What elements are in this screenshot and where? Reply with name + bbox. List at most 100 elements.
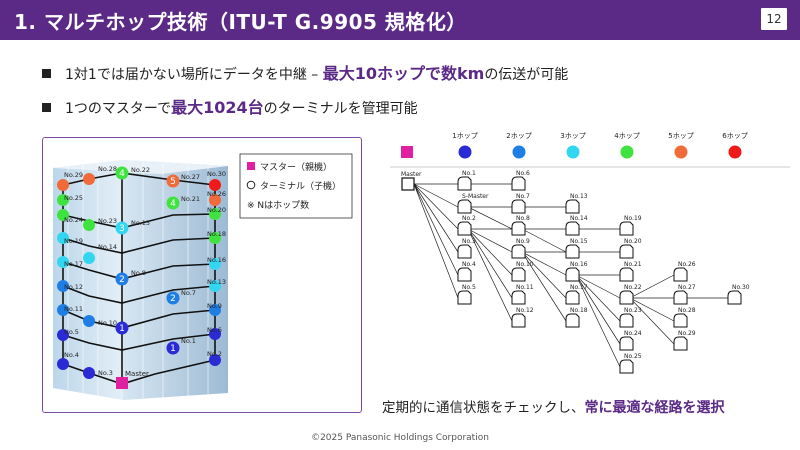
tree-nodes: Master No.1S-MasterNo.2No.3No.4No.5No.6N… [401, 170, 750, 374]
terminal-label: No.7 [516, 193, 530, 200]
svg-text:1: 1 [119, 324, 125, 334]
legend-terminal-icon [246, 180, 256, 190]
terminal-node [511, 176, 526, 191]
building-legend [239, 153, 353, 219]
svg-text:3: 3 [119, 224, 125, 234]
terminal-node [619, 359, 634, 374]
terminal-node [511, 267, 526, 282]
terminal-node [619, 244, 634, 259]
hop-legend-1-dot [458, 145, 472, 159]
terminal-node [511, 244, 526, 259]
svg-text:No.5: No.5 [64, 328, 79, 336]
svg-text:No.7: No.7 [181, 289, 196, 297]
svg-text:2: 2 [170, 294, 176, 304]
terminal-node [619, 336, 634, 351]
terminal-label: No.8 [516, 215, 530, 222]
bullet-2-highlight: 最大1024台 [171, 98, 264, 117]
terminal-node [565, 267, 580, 282]
terminal-label: S-Master [462, 193, 489, 200]
terminal-label: No.17 [570, 284, 588, 291]
svg-text:No.16: No.16 [207, 256, 226, 264]
bottom-note: 定期的に通信状態をチェックし、常に最適な経路を選択 [382, 396, 725, 417]
svg-text:No.9: No.9 [207, 302, 222, 310]
terminal-node [619, 221, 634, 236]
terminal-label: No.23 [624, 307, 642, 314]
svg-text:No.3: No.3 [98, 369, 113, 377]
terminal-label: No.15 [570, 238, 588, 245]
svg-text:No.17: No.17 [64, 260, 83, 268]
bullet-1: 1対1では届かない場所にデータを中継 – 最大10ホップで数kmの伝送が可能 [42, 60, 568, 84]
terminal-label: No.28 [678, 307, 696, 314]
svg-text:2: 2 [119, 275, 125, 285]
hop-legend: 1ホップ 2ホップ 3ホップ 4ホップ 5ホップ 6ホップ [390, 132, 790, 168]
bullet-1-text-end: の伝送が可能 [484, 67, 569, 83]
hop-legend-4-dot [620, 145, 634, 159]
hop-legend-5: 5ホップ [668, 132, 693, 140]
svg-text:No.27: No.27 [181, 173, 200, 181]
svg-text:No.10: No.10 [98, 319, 117, 327]
terminal-label: No.12 [516, 307, 534, 314]
terminal-node [457, 176, 472, 191]
svg-text:No.14: No.14 [98, 243, 117, 251]
bottom-note-text: 定期的に通信状態をチェックし、 [382, 400, 585, 416]
legend-terminal: ターミナル（子機） [260, 180, 341, 192]
terminal-label: No.18 [570, 307, 588, 314]
terminal-node [673, 290, 688, 305]
hop-legend-2: 2ホップ [506, 132, 531, 140]
svg-text:No.13: No.13 [207, 278, 226, 286]
svg-text:No.8: No.8 [131, 269, 146, 277]
terminal-node [673, 336, 688, 351]
hop-legend-6: 6ホップ [722, 132, 747, 140]
hop-legend-1: 1ホップ [452, 132, 477, 140]
bullet-1-text: 1対1では届かない場所にデータを中継 – [65, 67, 323, 83]
terminal-label: No.20 [624, 238, 642, 245]
svg-text:Master: Master [401, 171, 422, 178]
svg-text:No.2: No.2 [207, 350, 222, 358]
page-title: 1. マルチホップ技術（ITU-T G.9905 規格化） [14, 10, 467, 34]
terminal-node [727, 290, 742, 305]
svg-text:4: 4 [119, 169, 125, 179]
bullet-2: 1つのマスターで最大1024台のターミナルを管理可能 [42, 94, 418, 118]
hop-legend-5-dot [674, 145, 688, 159]
terminal-node [457, 199, 472, 214]
hop-legend-2-dot [512, 145, 526, 159]
building-roof [53, 160, 228, 174]
legend-master: マスター（親機） [260, 161, 332, 173]
tree-links [413, 183, 728, 368]
svg-text:No.23: No.23 [98, 217, 117, 225]
svg-text:No.25: No.25 [64, 194, 83, 202]
terminal-label: No.27 [678, 284, 696, 291]
svg-text:No.18: No.18 [207, 230, 226, 238]
terminal-node [565, 199, 580, 214]
bullet-marker [42, 103, 51, 112]
svg-text:No.1: No.1 [181, 337, 196, 345]
terminal-node [511, 290, 526, 305]
terminal-node [673, 267, 688, 282]
terminal-node [511, 221, 526, 236]
svg-text:No.22: No.22 [131, 166, 150, 174]
terminal-label: No.6 [516, 170, 530, 177]
svg-text:No.20: No.20 [207, 206, 226, 214]
terminal-label: No.24 [624, 330, 642, 337]
terminal-label: No.3 [462, 238, 476, 245]
hop-legend-3-dot [566, 145, 580, 159]
svg-text:No.11: No.11 [64, 305, 83, 313]
bullet-2-text-end: のターミナルを管理可能 [263, 101, 418, 117]
building-diagram: Master No.4 No.5 No.11 No.12 No.17 No.19… [53, 153, 353, 400]
terminal-node [565, 244, 580, 259]
title-bar: 1. マルチホップ技術（ITU-T G.9905 規格化） 12 [0, 0, 800, 40]
svg-text:No.15: No.15 [131, 219, 150, 227]
svg-text:4: 4 [170, 199, 176, 209]
terminal-label: No.1 [462, 170, 476, 177]
svg-text:5: 5 [170, 177, 176, 187]
building-left-face [53, 160, 123, 400]
terminal-label: No.22 [624, 284, 642, 291]
terminal-node [511, 313, 526, 328]
footer-copyright: ©2025 Panasonic Holdings Corporation [311, 433, 489, 443]
svg-text:No.26: No.26 [207, 190, 226, 198]
terminal-label: No.19 [624, 215, 642, 222]
terminal-label: No.26 [678, 261, 696, 268]
building-right-face [123, 160, 228, 400]
hop-legend-3: 3ホップ [560, 132, 585, 140]
hop-legend-6-dot [728, 145, 742, 159]
